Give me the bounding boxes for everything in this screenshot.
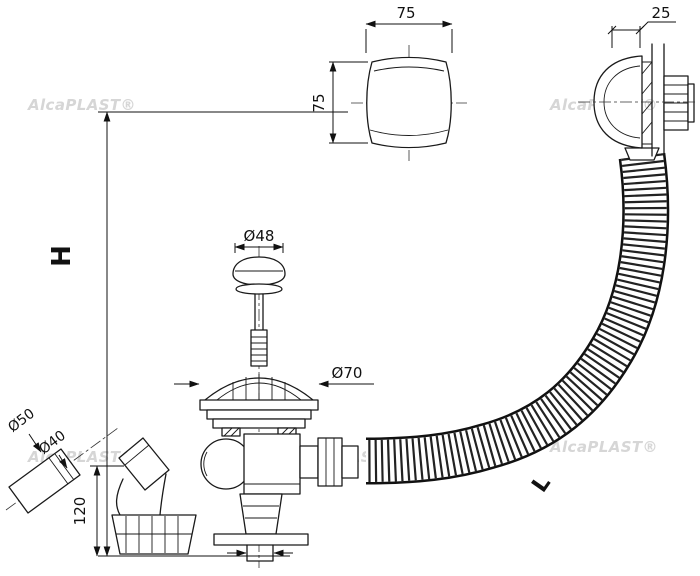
ball-joint-arc (203, 451, 208, 477)
extension-lines (329, 61, 368, 144)
bottom-plate (213, 533, 309, 546)
strainer-slots (232, 374, 286, 400)
elbow-height-dimension: 120 (71, 465, 124, 557)
hose-nut (317, 437, 343, 487)
plug-diameter-dimension: Ø48 (234, 227, 284, 253)
gasket-hatch (223, 427, 296, 437)
elbow-nut (111, 514, 197, 555)
leader-arrow-outer (28, 433, 42, 453)
dim-label-flange-diameter: Ø70 (332, 364, 363, 382)
outlet-stub (246, 544, 274, 562)
leader-line (639, 21, 676, 31)
overflow-body-ridges (664, 84, 688, 122)
hose-outline (365, 152, 670, 485)
install-height-dimension: H (47, 111, 348, 557)
knob-detail-arcs (369, 66, 449, 136)
drain-plug-assembly (232, 246, 286, 568)
tee-branch (299, 445, 319, 479)
overflow-offset-dimension: 25 (607, 4, 676, 48)
overflow-end-cap (687, 83, 695, 123)
dim-label-hose-length: L (527, 471, 556, 497)
hose-length-label: L (527, 471, 556, 497)
lower-body (239, 493, 283, 535)
overflow-control-knob (351, 45, 467, 161)
plug-thread-ticks (251, 336, 267, 362)
overflow-gasket-hatch (641, 61, 653, 145)
tee-body (243, 433, 301, 495)
dim-label-knob-height: 75 (310, 93, 328, 112)
strainer-flange (199, 374, 319, 429)
leader-arrow-inner (58, 454, 68, 469)
flange-ring-1 (199, 399, 319, 411)
elbow-body-edges (115, 473, 167, 516)
drain-body (200, 427, 359, 562)
flange-ring-3 (212, 418, 306, 429)
elbow-inlet-line (124, 444, 150, 466)
dim-label-install-height: H (47, 245, 77, 267)
knob-outline (366, 56, 452, 149)
dim-label-plug-diameter: Ø48 (244, 227, 275, 245)
hose-body (365, 153, 667, 482)
dim-label-knob-width: 75 (396, 4, 415, 22)
brand-watermark: AlcaPLAST® (27, 96, 136, 114)
plug-threaded-rod (250, 329, 268, 367)
dim-label-elbow-height: 120 (71, 497, 89, 526)
plug-skirt (235, 283, 283, 295)
extension-lines (611, 26, 641, 48)
flexible-hose (365, 152, 670, 485)
bottom-elbow (111, 437, 197, 555)
plug-stem (254, 293, 264, 331)
elbow-nut-ribs (116, 516, 192, 553)
flange-ring-2 (206, 409, 312, 420)
elbow-inlet-cup (118, 437, 170, 491)
dim-label-overflow-offset: 25 (651, 4, 670, 22)
lower-body-bands (243, 505, 279, 519)
hose-nut-facets (325, 438, 335, 486)
flange-diameter-dimension: Ø70 (174, 364, 374, 388)
knob-height-dimension: 75 (310, 61, 368, 144)
extension-lines (365, 29, 453, 53)
knob-width-dimension: 75 (365, 4, 453, 53)
hose-collar (341, 445, 359, 479)
overflow-transition (624, 147, 660, 161)
dim-label-socket-outer: Ø50 (5, 406, 38, 436)
extension-lines (98, 111, 348, 557)
overflow-head (578, 43, 698, 161)
brand-watermark: AlcaPLAST® (549, 438, 658, 456)
